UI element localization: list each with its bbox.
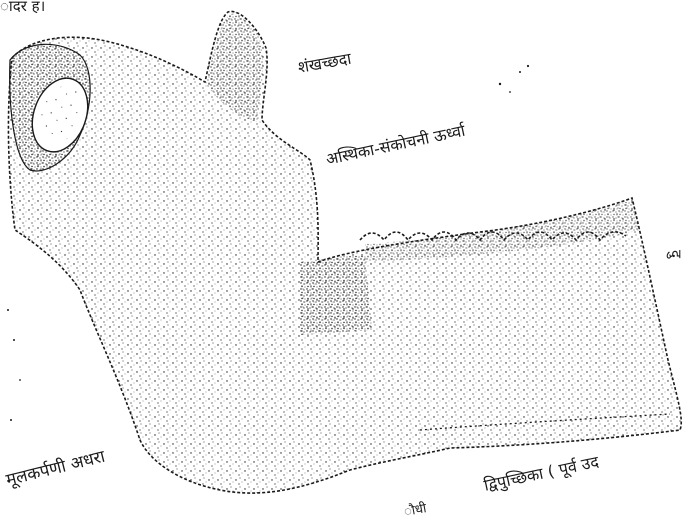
masseter-band <box>300 256 372 335</box>
mandible-outline <box>8 11 681 493</box>
stray-dots <box>499 65 529 93</box>
bottom-fragment-label: ौधी <box>402 498 427 520</box>
right-edge-fragment-label: दु <box>666 250 686 258</box>
top-fragment-label: ादर ह। <box>0 0 45 16</box>
